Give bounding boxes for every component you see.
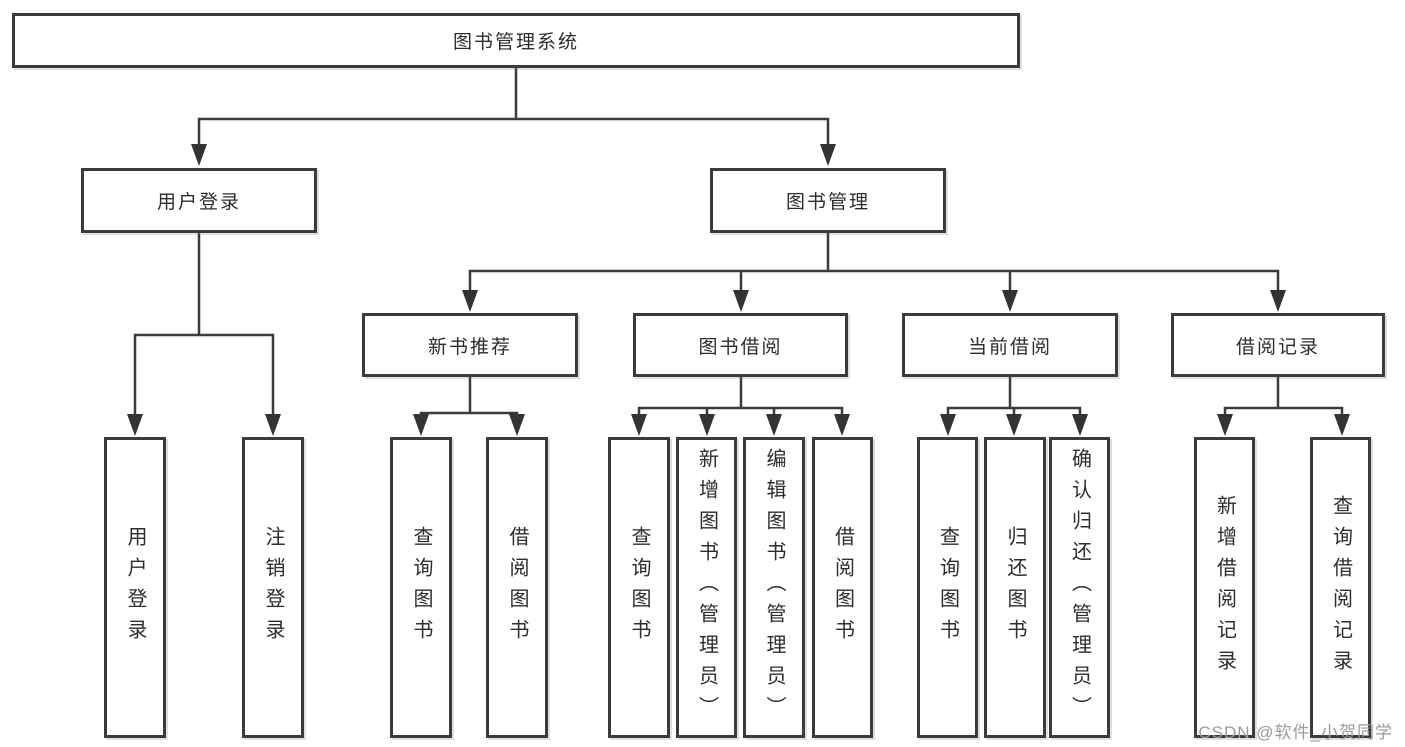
leaf-borrow-books-recommend: 借阅图书 [486,437,548,738]
leaf-query-books-current-label: 查询图书 [936,525,959,650]
leaf-borrow-books-label: 借阅图书 [831,525,854,650]
leaf-logout: 注销登录 [242,437,304,738]
leaf-query-books-recommend-label: 查询图书 [410,525,432,650]
leaf-add-book-admin-label: 新增图书（管理员） [695,448,718,727]
node-new-book-recommend: 新书推荐 [362,313,578,377]
node-user-login: 用户登录 [81,168,317,233]
leaf-borrow-books-recommend-label: 借阅图书 [506,525,528,650]
leaf-logout-label: 注销登录 [262,525,284,650]
leaf-user-login: 用户登录 [104,437,166,738]
node-book-management: 图书管理 [710,168,946,233]
leaf-query-books-borrow-label: 查询图书 [628,525,650,650]
leaf-query-borrow-record: 查询借阅记录 [1310,437,1371,738]
node-book-borrowing-label: 图书借阅 [698,336,783,358]
leaf-query-borrow-record-label: 查询借阅记录 [1329,494,1352,681]
leaf-query-books-current: 查询图书 [917,437,978,738]
node-root-system: 图书管理系统 [12,13,1020,68]
node-book-management-label: 图书管理 [785,192,870,213]
leaf-user-login-label: 用户登录 [124,525,146,650]
node-borrow-records-label: 借阅记录 [1235,336,1320,358]
leaf-confirm-return-admin-label: 确认归还（管理员） [1068,448,1091,727]
leaf-add-borrow-record: 新增借阅记录 [1194,437,1255,738]
leaf-edit-book-admin: 编辑图书（管理员） [743,437,805,738]
leaf-confirm-return-admin: 确认归还（管理员） [1049,437,1110,738]
leaf-query-books-recommend: 查询图书 [390,437,452,738]
node-borrow-records: 借阅记录 [1171,313,1385,377]
node-user-login-label: 用户登录 [156,192,241,213]
leaf-query-books-borrow: 查询图书 [608,437,670,738]
leaf-return-book-label: 归还图书 [1004,525,1026,650]
leaf-add-book-admin: 新增图书（管理员） [676,437,737,738]
node-root-label: 图书管理系统 [452,32,579,53]
leaf-borrow-books: 借阅图书 [812,437,873,738]
leaf-edit-book-admin-label: 编辑图书（管理员） [763,448,785,727]
node-new-book-recommend-label: 新书推荐 [427,336,512,358]
node-current-borrowing: 当前借阅 [902,313,1118,377]
node-current-borrowing-label: 当前借阅 [967,336,1052,358]
leaf-return-book: 归还图书 [984,437,1046,738]
watermark: CSDN @软件_小贺同学 [1198,723,1393,742]
node-book-borrowing: 图书借阅 [633,313,848,377]
leaf-add-borrow-record-label: 新增借阅记录 [1213,494,1236,681]
